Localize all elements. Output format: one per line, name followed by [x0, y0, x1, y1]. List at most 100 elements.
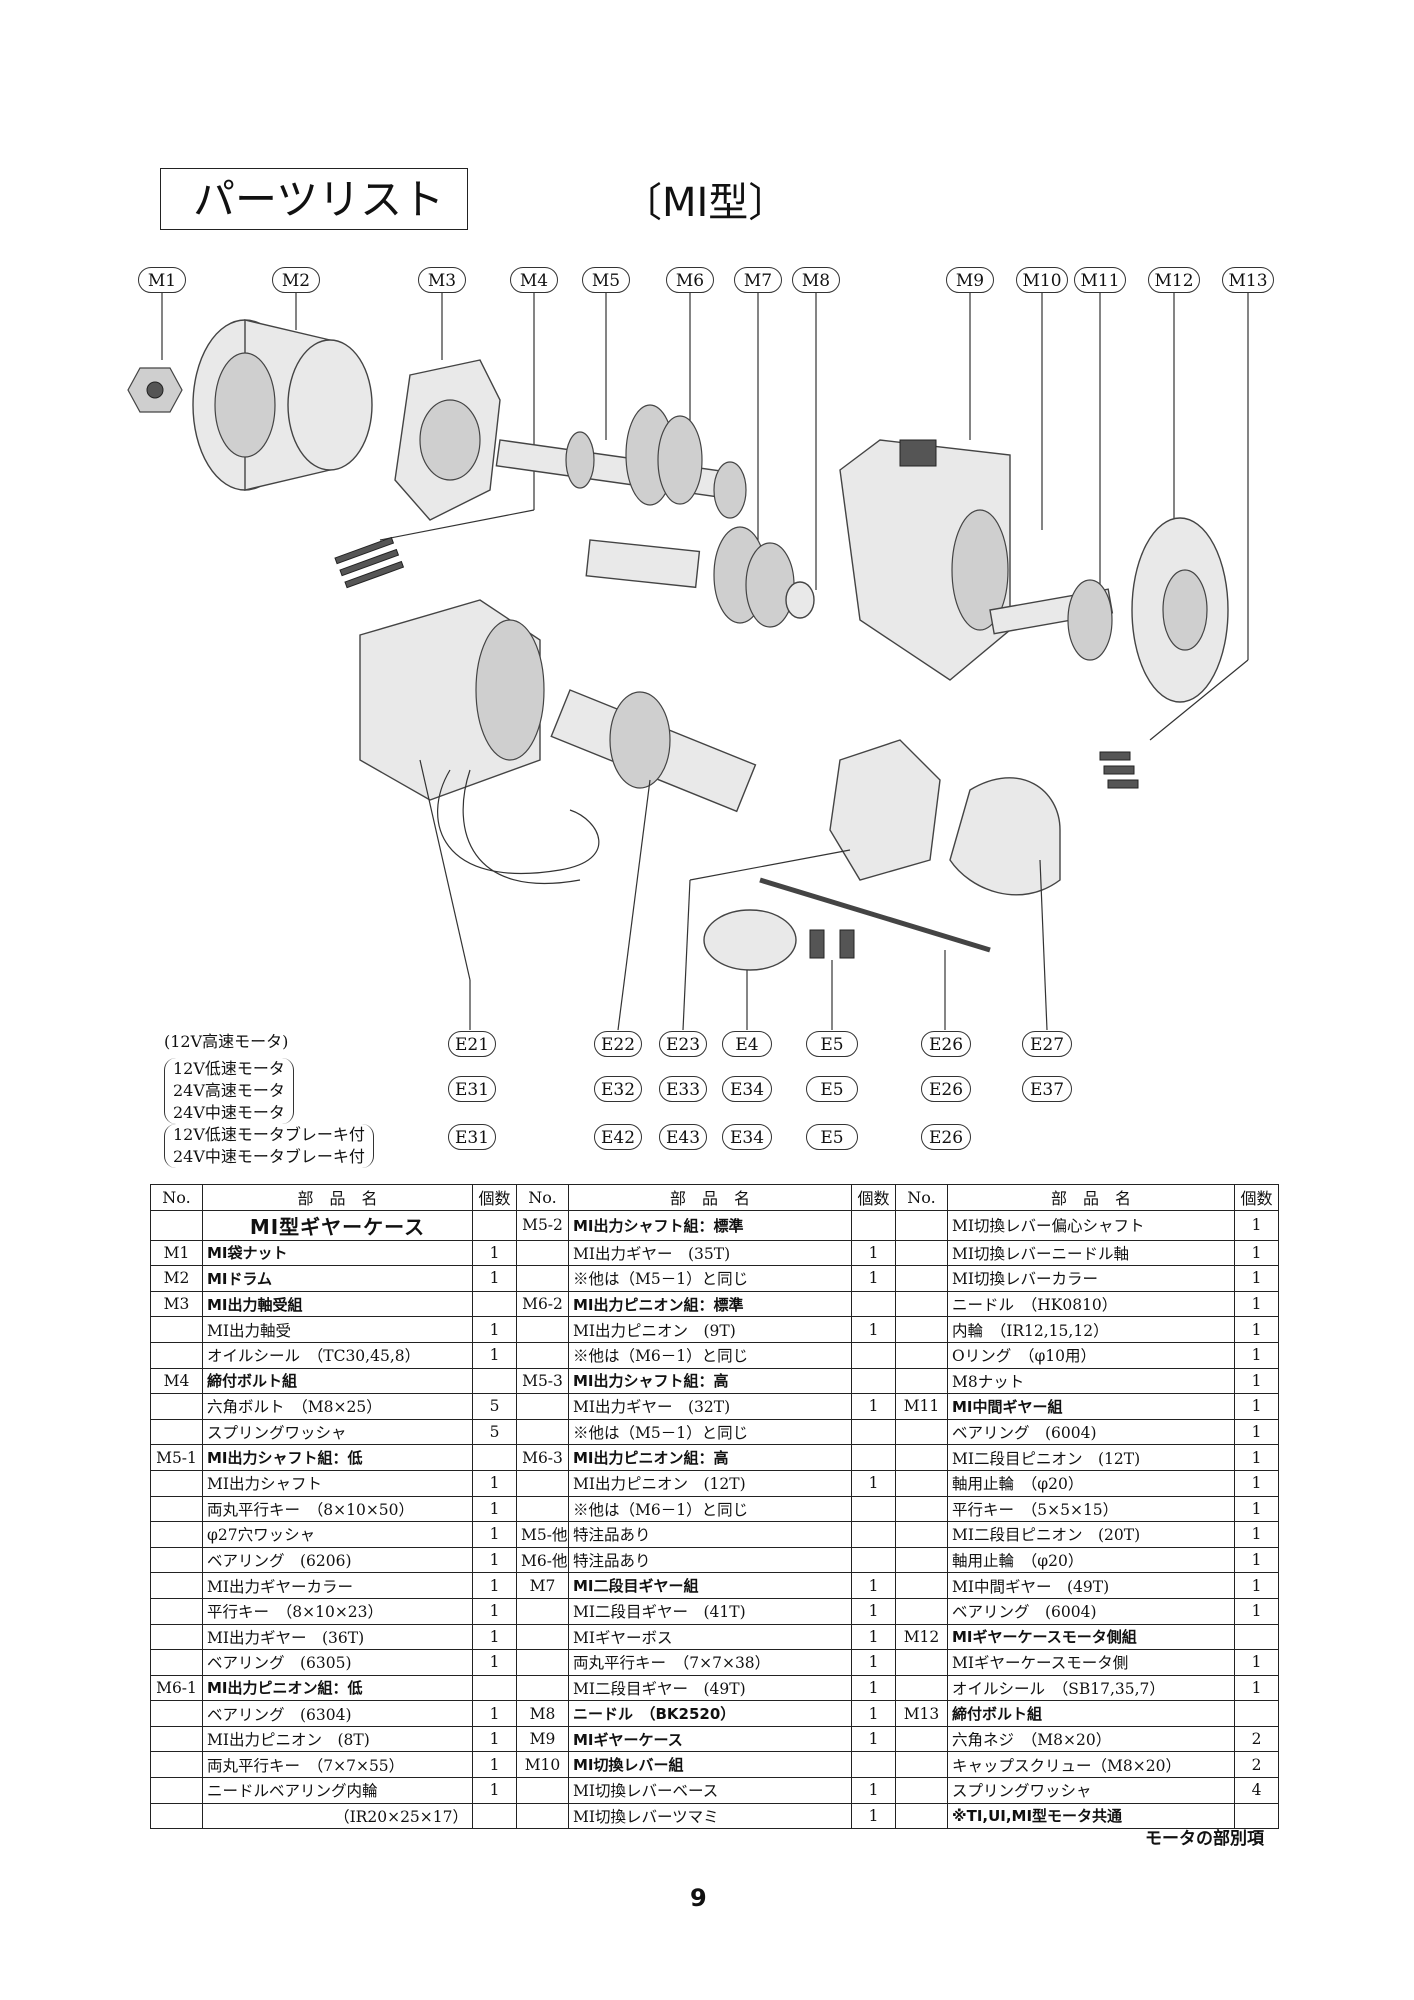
part-no-cell — [895, 1209, 948, 1241]
part-qty-cell: 1 — [851, 1777, 896, 1804]
part-qty-cell: 1 — [472, 1751, 517, 1779]
part-qty-cell: 1 — [851, 1725, 896, 1753]
part-no-cell — [150, 1393, 203, 1420]
part-no-cell — [516, 1393, 569, 1420]
code-e26-row2: E26 — [921, 1076, 971, 1102]
part-qty-cell — [1234, 1623, 1279, 1651]
part-qty-cell: 1 — [851, 1469, 896, 1497]
part-qty-cell: 1 — [851, 1239, 896, 1267]
part-no-cell — [516, 1649, 569, 1676]
part-qty-cell: 1 — [472, 1546, 517, 1574]
part-qty-cell: 1 — [472, 1572, 517, 1599]
callout-m13: M13 — [1222, 267, 1274, 293]
part-name-cell: 内輪 （IR12,15,12） — [947, 1316, 1235, 1343]
code-e5-row3: E5 — [806, 1124, 858, 1150]
part-no-cell: M6-3 — [516, 1444, 569, 1471]
part-no-cell: M5-1 — [150, 1444, 203, 1471]
part-name-cell: MI二段目ギヤー (49T) — [568, 1674, 852, 1702]
part-name-cell: 両丸平行キー （7×7×38） — [568, 1649, 852, 1676]
part-no-cell: M5-2 — [516, 1209, 569, 1241]
part-no-cell — [516, 1418, 569, 1446]
motor-row-2-line-1: 12V低速モータ — [173, 1059, 285, 1078]
part-name-cell: MI切換レバー組 — [568, 1751, 852, 1779]
part-no-cell — [895, 1725, 948, 1753]
part-name-cell: MI二段目ピニオン (20T) — [947, 1521, 1235, 1548]
part-qty-cell — [851, 1209, 896, 1241]
part-no-cell — [516, 1265, 569, 1292]
part-qty-cell — [472, 1444, 517, 1471]
header-no: No. — [516, 1184, 569, 1211]
part-qty-cell: 2 — [1234, 1725, 1279, 1753]
part-no-cell — [150, 1209, 203, 1241]
part-qty-cell — [1234, 1802, 1279, 1830]
part-no-cell: M4 — [150, 1367, 203, 1395]
part-name-cell: Oリング （φ10用） — [947, 1341, 1235, 1369]
part-qty-cell: 1 — [851, 1265, 896, 1292]
part-no-cell — [895, 1290, 948, 1318]
code-e37: E37 — [1022, 1076, 1072, 1102]
part-name-cell: MI出力ピニオン組：標準 — [568, 1290, 852, 1318]
part-qty-cell: 2 — [1234, 1751, 1279, 1779]
part-qty-cell: 1 — [472, 1316, 517, 1343]
part-name-cell: オイルシール （TC30,45,8） — [202, 1341, 473, 1369]
part-qty-cell: 1 — [851, 1649, 896, 1676]
part-qty-cell — [472, 1674, 517, 1702]
part-no-cell — [895, 1495, 948, 1523]
part-name-cell: 六角ボルト （M8×25） — [202, 1393, 473, 1420]
part-name-cell: 締付ボルト組 — [947, 1700, 1235, 1727]
part-no-cell — [895, 1469, 948, 1497]
part-qty-cell: 1 — [1234, 1469, 1279, 1497]
callout-m3: M3 — [418, 267, 466, 293]
part-name-cell: φ27穴ワッシャ — [202, 1521, 473, 1548]
part-qty-cell: 1 — [472, 1777, 517, 1804]
part-name-cell: ※他は（M5－1）と同じ — [568, 1265, 852, 1292]
table-row: 両丸平行キー （8×10×50）1※他は（M6－1）と同じ平行キー （5×5×1… — [150, 1495, 1279, 1523]
part-no-cell: M13 — [895, 1700, 948, 1727]
code-e34-row3: E34 — [722, 1124, 772, 1150]
part-qty-cell: 1 — [472, 1521, 517, 1548]
part-name-cell: 軸用止輪 （φ20） — [947, 1546, 1235, 1574]
callout-m1: M1 — [138, 267, 186, 293]
part-qty-cell: 1 — [1234, 1239, 1279, 1267]
part-qty-cell: 1 — [1234, 1572, 1279, 1599]
code-e5-row2: E5 — [806, 1076, 858, 1102]
part-qty-cell: 1 — [851, 1597, 896, 1625]
callout-m9: M9 — [946, 267, 994, 293]
page-title: パーツリスト — [160, 168, 468, 230]
part-no-cell: M11 — [895, 1393, 948, 1420]
part-qty-cell: 1 — [472, 1469, 517, 1497]
part-name-cell: MI中間ギヤー (49T) — [947, 1572, 1235, 1599]
part-no-cell — [895, 1649, 948, 1676]
part-name-cell: MI袋ナット — [202, 1239, 473, 1267]
part-name-cell: MI二段目ギヤー組 — [568, 1572, 852, 1599]
part-no-cell — [150, 1649, 203, 1676]
part-name-cell: MI出力軸受組 — [202, 1290, 473, 1318]
part-name-cell: キャップスクリュー（M8×20） — [947, 1751, 1235, 1779]
part-name-cell: MIギヤーケースモータ側 — [947, 1649, 1235, 1676]
part-name-cell: MI出力シャフト — [202, 1469, 473, 1497]
part-name-cell: MI出力シャフト組：低 — [202, 1444, 473, 1471]
table-header-row: No. 部 品 名 個数 No. 部 品 名 個数 No. 部 品 名 個数 — [150, 1184, 1279, 1211]
part-name-cell: MI出力ピニオン (8T) — [202, 1725, 473, 1753]
part-name-cell: ベアリング (6004) — [947, 1597, 1235, 1625]
part-qty-cell: 4 — [1234, 1777, 1279, 1804]
part-no-cell — [895, 1777, 948, 1804]
part-name-cell: ニードル （HK0810） — [947, 1290, 1235, 1318]
part-no-cell — [150, 1802, 203, 1830]
part-name-cell: MIギヤーケースモータ側組 — [947, 1623, 1235, 1651]
part-no-cell — [895, 1802, 948, 1830]
part-no-cell — [150, 1521, 203, 1548]
code-e26-row3: E26 — [921, 1124, 971, 1150]
part-qty-cell: 1 — [851, 1316, 896, 1343]
part-no-cell: M8 — [516, 1700, 569, 1727]
part-no-cell — [895, 1572, 948, 1599]
part-no-cell — [895, 1316, 948, 1343]
part-no-cell — [895, 1367, 948, 1395]
